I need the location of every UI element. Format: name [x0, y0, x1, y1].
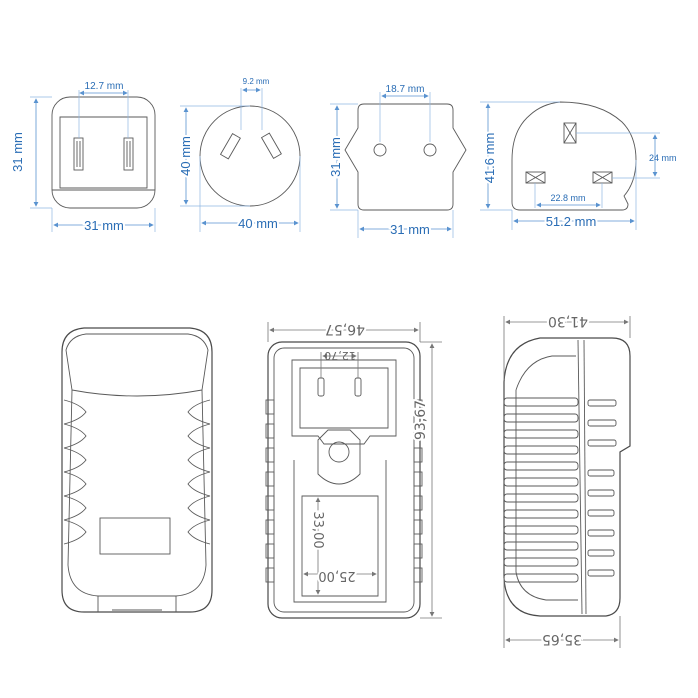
- adapter-back-outline: [267, 341, 421, 619]
- adapter-recess-width-label: 25,00: [318, 568, 355, 583]
- adapter-back-view: 12,70 46,57 93,67 33,00 25,00: [265, 319, 442, 619]
- adapter-back-vents-right: [413, 399, 423, 583]
- uk-pin-left: [525, 171, 546, 184]
- us-pin-right: [123, 137, 134, 171]
- us-pin-spacing-label: 12.7 mm: [85, 81, 124, 92]
- adapter-side-vents: [503, 397, 579, 583]
- adapter-front-outline: [61, 327, 213, 613]
- eu-width-label: 31 mm: [390, 222, 430, 237]
- adapter-side-plug-vents: [587, 399, 617, 577]
- adapter-back-plug-pocket: [291, 359, 397, 445]
- adapter-front-view: [61, 327, 213, 613]
- adapter-back-latch: [317, 429, 361, 485]
- adapter-back-prong-right: [354, 377, 362, 397]
- au-width-label: 40 mm: [238, 216, 278, 231]
- us-height-label: 31 mm: [10, 132, 25, 172]
- adapter-front-vents-right: [187, 399, 211, 545]
- eu-pin-left: [373, 143, 387, 157]
- adapter-front-vents-left: [63, 399, 87, 545]
- adapter-front-label-window: [99, 517, 171, 555]
- eu-plug-outline: [344, 103, 467, 211]
- us-width-label: 31 mm: [84, 218, 124, 233]
- eu-pin-right: [423, 143, 437, 157]
- adapter-side-top-width-label: 41,30: [548, 313, 588, 329]
- uk-pin-right: [592, 171, 613, 184]
- adapter-back-recess: [301, 495, 379, 597]
- adapter-recess-height-label: 33,00: [310, 511, 325, 548]
- us-plug: 12.7 mm 31 mm 31 mm: [10, 81, 156, 235]
- au-pin-gap-label: 9.2 mm: [243, 77, 270, 86]
- adapter-back-vents-left: [265, 399, 275, 583]
- us-plug-outline: [51, 96, 156, 209]
- au-pin-right: [260, 132, 282, 160]
- adapter-prong-spacing-label: 12,70: [324, 349, 356, 362]
- adapter-back-height-label: 93,67: [413, 400, 429, 440]
- us-pin-left: [73, 137, 84, 171]
- adapter-side-seam: [577, 339, 583, 615]
- adapter-back-width-label: 46,57: [325, 321, 365, 337]
- eu-plug: 18.7 mm 31 mm 31 mm: [326, 84, 467, 239]
- us-plug-face: [59, 116, 148, 189]
- au-height-label: 40 mm: [178, 136, 193, 176]
- adapter-side-outline: [503, 337, 631, 617]
- adapter-front-top-cap: [65, 333, 209, 397]
- adapter-side-view: 41,30 35,65: [503, 311, 631, 649]
- uk-pin-offset-label: 24 mm: [649, 153, 677, 163]
- eu-height-label: 31 mm: [328, 137, 343, 177]
- au-pin-left: [219, 132, 241, 160]
- au-plug: 9.2 mm 40 mm 40 mm: [176, 77, 301, 233]
- eu-pin-spacing-label: 18.7 mm: [386, 84, 425, 95]
- uk-height-label: 41.6 mm: [482, 133, 497, 184]
- au-plug-outline: [199, 105, 301, 207]
- uk-plug-outline: [511, 101, 637, 211]
- uk-pin-spacing-label: 22.8 mm: [550, 193, 585, 203]
- uk-width-label: 51.2 mm: [546, 214, 597, 229]
- adapter-side-bottom-width-label: 35,65: [542, 631, 582, 647]
- uk-plug: 41.6 mm 24 mm 22.8 mm 51.2 mm: [480, 101, 677, 231]
- adapter-back-prong-left: [317, 377, 325, 397]
